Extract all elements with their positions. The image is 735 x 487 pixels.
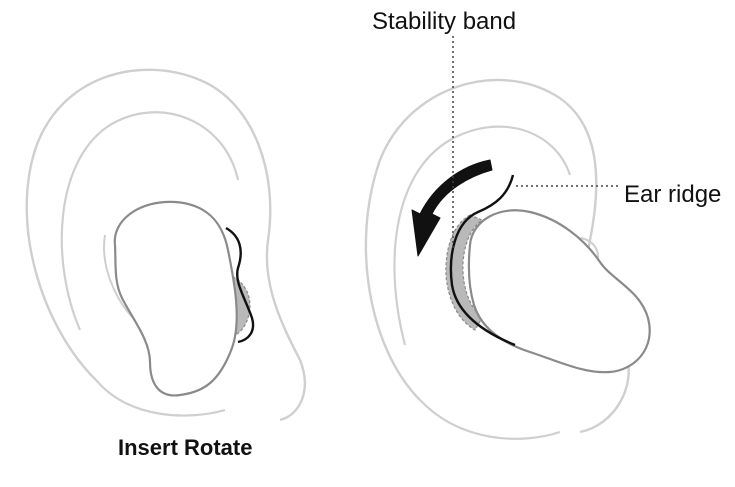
right-earbud-body (467, 209, 651, 374)
left-ear-inner-outline (60, 111, 240, 331)
left-ear-concha-outline (103, 234, 136, 321)
insert-illustration (25, 68, 306, 422)
right-ear-inner-outline (393, 125, 572, 346)
rotate-illustration (364, 78, 651, 440)
left-ear-lobe-outline (95, 379, 226, 417)
ear-ridge-label: Ear ridge (624, 181, 721, 208)
stability-band-label: Stability band (372, 8, 516, 35)
left-ear-ridge (225, 226, 255, 344)
rotation-arrow-icon (411, 159, 493, 257)
left-ear-outer-outline (25, 68, 306, 422)
right-ear-ridge (449, 174, 516, 347)
right-ear-lobe-outline (419, 399, 561, 440)
left-earbud-body (113, 200, 238, 397)
insert-rotate-caption: Insert Rotate (118, 435, 252, 460)
